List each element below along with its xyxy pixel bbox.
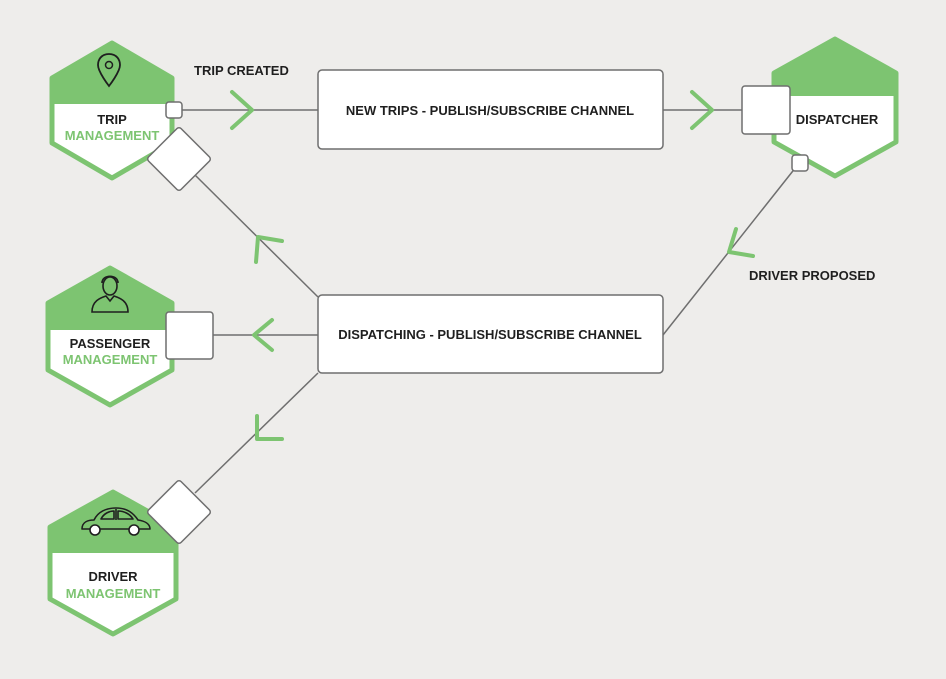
passenger-service-title: PASSENGER — [70, 336, 151, 351]
passenger-service-subtitle: MANAGEMENT — [63, 352, 158, 367]
arrow-down-left-icon — [727, 227, 755, 258]
arrow-left-icon — [252, 318, 274, 352]
dispatcher-service[interactable]: DISPATCHER — [771, 36, 899, 179]
car-icon — [81, 507, 151, 536]
arrow-right-icon — [230, 90, 254, 130]
trip-output-port[interactable] — [165, 101, 183, 119]
new-trips-channel[interactable]: NEW TRIPS - PUBLISH/SUBSCRIBE CHANNEL — [317, 69, 664, 150]
driver-service-subtitle: MANAGEMENT — [66, 586, 161, 601]
dispatcher-service-title: DISPATCHER — [796, 112, 879, 127]
trip-management-service[interactable]: TRIP MANAGEMENT — [49, 40, 175, 181]
driver-proposed-label: DRIVER PROPOSED — [749, 268, 875, 283]
arrow-up-left-icon — [254, 235, 284, 264]
map-pin-icon — [97, 53, 121, 88]
dispatching-channel[interactable]: DISPATCHING - PUBLISH/SUBSCRIBE CHANNEL — [317, 294, 664, 374]
dispatcher-input-port[interactable] — [741, 85, 791, 135]
trip-service-title: TRIP — [97, 112, 127, 127]
dispatching-channel-label: DISPATCHING - PUBLISH/SUBSCRIBE CHANNEL — [338, 327, 642, 342]
passenger-input-port[interactable] — [165, 311, 214, 360]
trip-input-port[interactable] — [146, 126, 212, 192]
endpoints — [146, 85, 809, 545]
trip-created-label: TRIP CREATED — [194, 63, 289, 78]
passenger-management-service[interactable]: PASSENGER MANAGEMENT — [45, 265, 175, 408]
dispatcher-output-port[interactable] — [791, 154, 809, 172]
person-icon — [91, 275, 129, 313]
flow-arrows — [230, 90, 755, 441]
arrow-down-left-icon — [255, 414, 284, 441]
trip-service-subtitle: MANAGEMENT — [65, 128, 160, 143]
new-trips-channel-label: NEW TRIPS - PUBLISH/SUBSCRIBE CHANNEL — [346, 103, 634, 118]
driver-service-title: DRIVER — [88, 569, 138, 584]
arrow-right-icon — [690, 90, 714, 130]
driver-input-port[interactable] — [146, 479, 212, 545]
driver-management-service[interactable]: DRIVER MANAGEMENT — [47, 489, 179, 637]
